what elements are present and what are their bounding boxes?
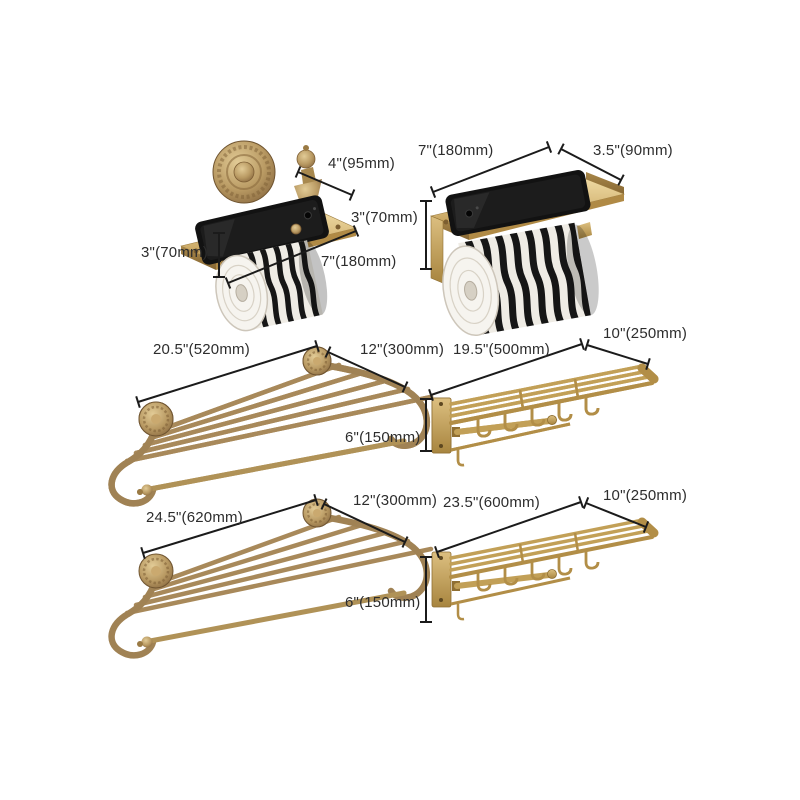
product-folding-rack-500	[432, 367, 654, 465]
dim-label-p3-depth: 12"(300mm)	[360, 341, 445, 358]
product-gold-paper-holder	[430, 170, 625, 337]
dim-label-p4-depth: 10"(250mm)	[603, 325, 688, 342]
dim-label-p2-width: 7"(180mm)	[418, 142, 494, 159]
dim-label-p5-height: 6"(150mm)	[345, 594, 421, 611]
dim-label-p4-width: 19.5"(500mm)	[453, 341, 550, 358]
wall-rosette-icon	[212, 140, 276, 204]
dim-label-p2-height: 3"(70mm)	[351, 209, 418, 226]
dim-label-p1-width: 7"(180mm)	[321, 253, 397, 270]
dimension-lines	[135, 141, 651, 623]
dim-label-p5-depth: 12"(300mm)	[353, 492, 438, 509]
dim-label-p1-height: 3"(70mm)	[141, 244, 208, 261]
product-folding-rack-600	[432, 521, 654, 619]
dim-label-p1-depth: 4"(95mm)	[328, 155, 395, 172]
dim-label-p3-height: 6"(150mm)	[345, 429, 421, 446]
product-towel-rack-520	[112, 347, 431, 503]
toilet-paper-roll	[442, 222, 599, 337]
dim-label-p6-depth: 10"(250mm)	[603, 487, 688, 504]
dim-label-p2-depth: 3.5"(90mm)	[593, 142, 673, 159]
dim-label-p3-width: 20.5"(520mm)	[153, 341, 250, 358]
dim-label-p6-width: 23.5"(600mm)	[443, 494, 540, 511]
dim-label-p5-width: 24.5"(620mm)	[146, 509, 243, 526]
